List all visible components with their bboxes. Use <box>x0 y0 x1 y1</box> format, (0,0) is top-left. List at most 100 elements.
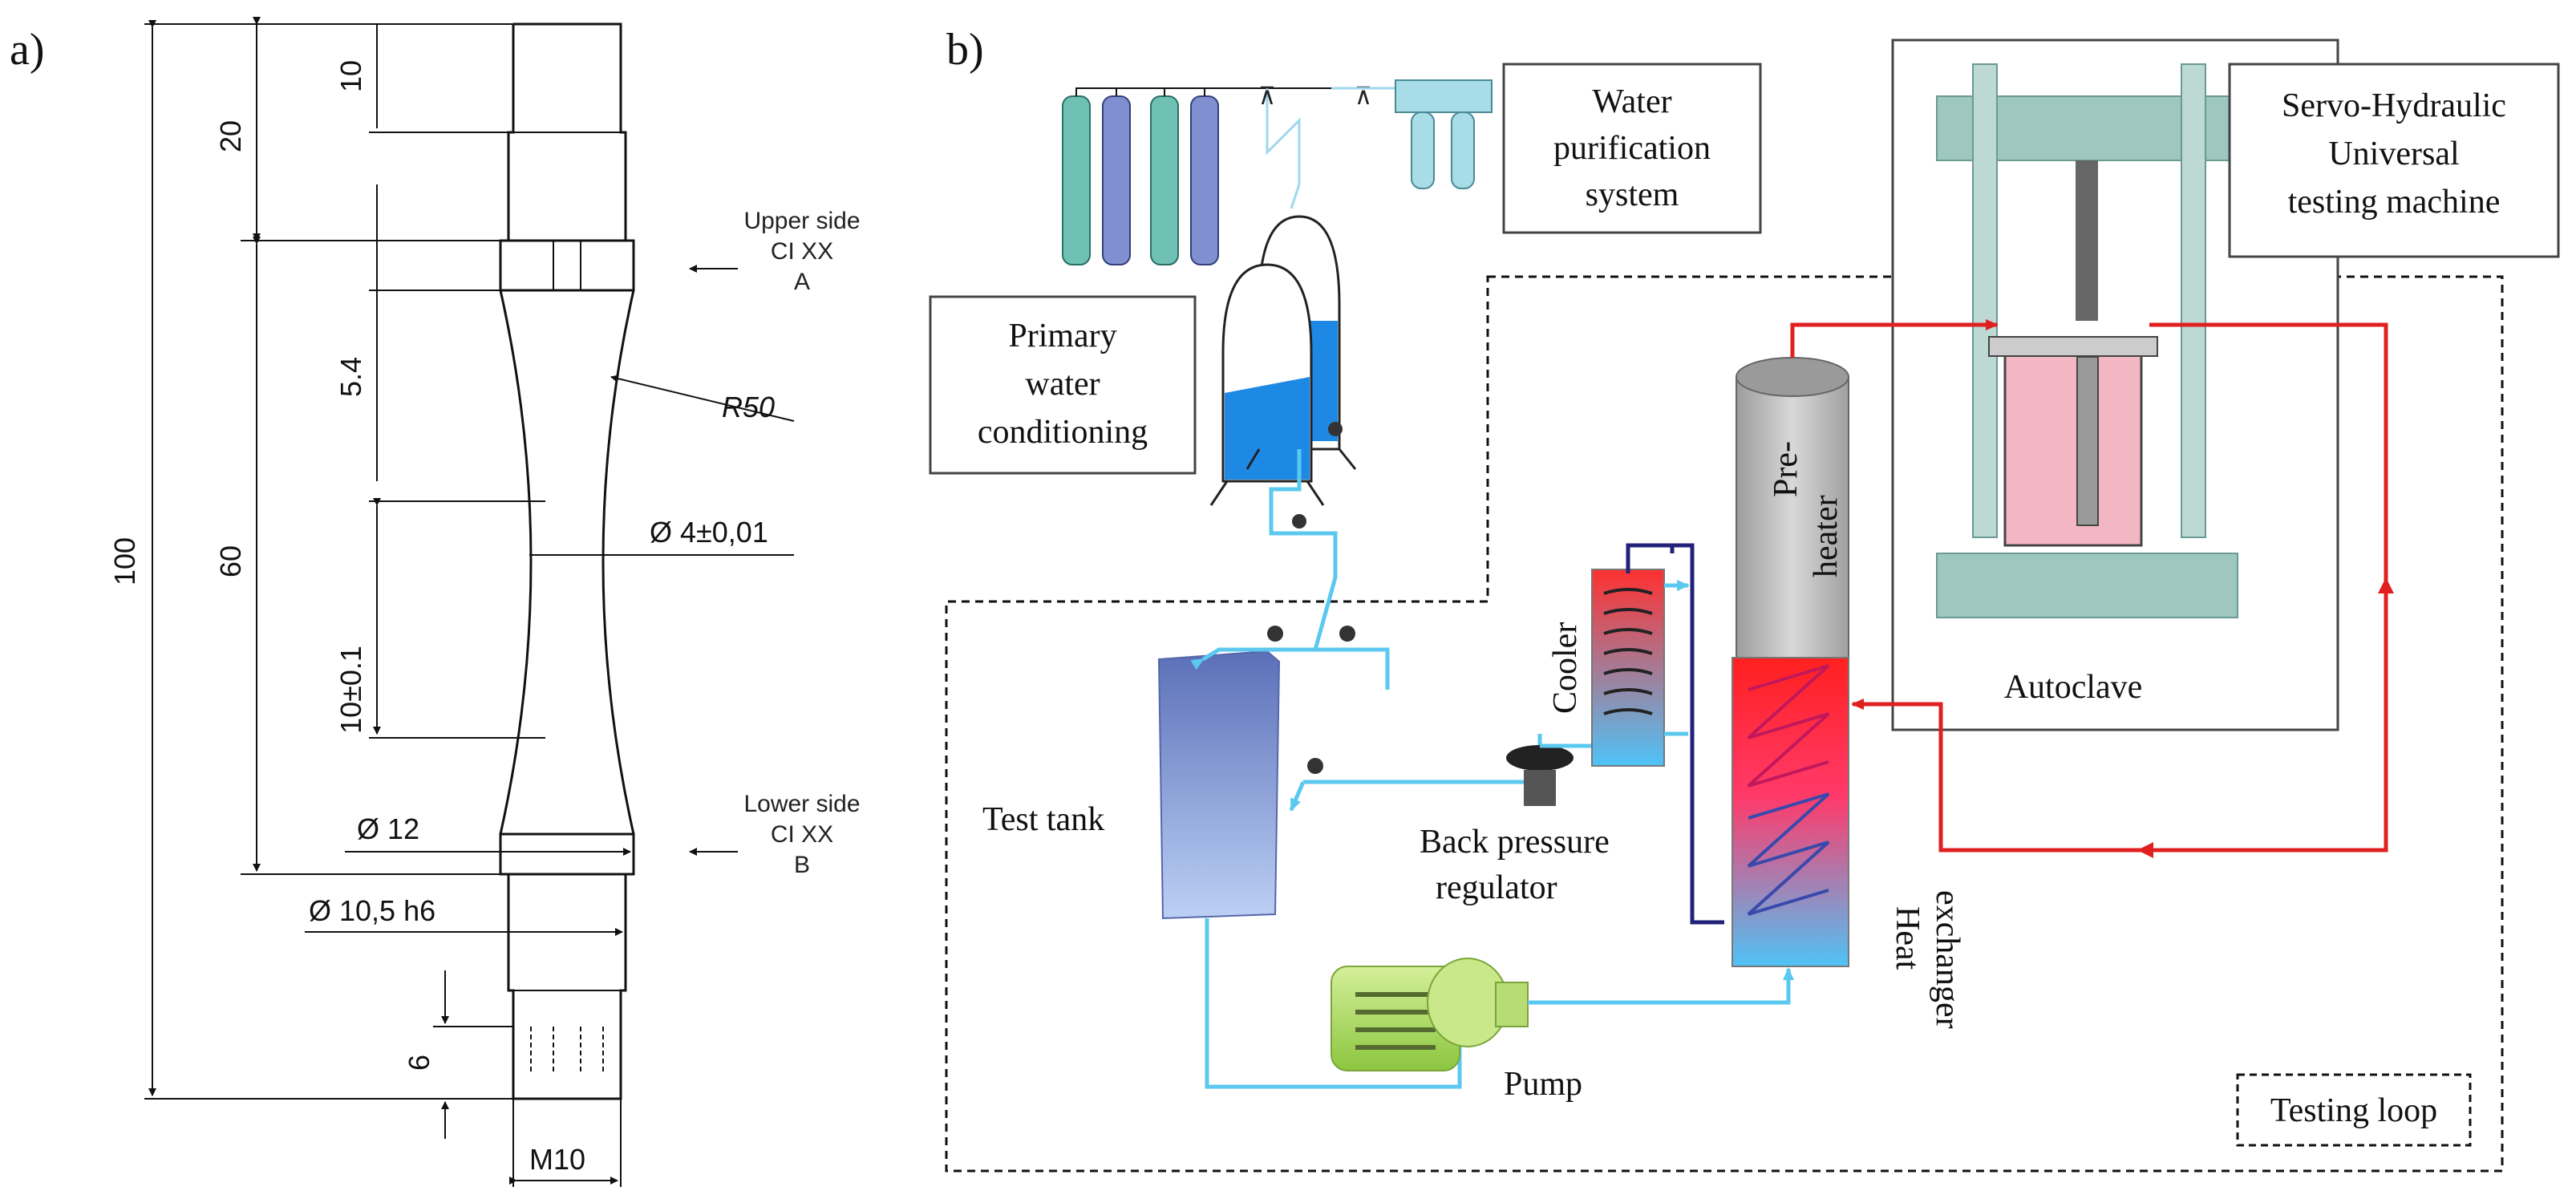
primary-water-conditioning: Primary water conditioning <box>929 215 1357 650</box>
svg-text:conditioning: conditioning <box>978 414 1148 451</box>
dim-100-text: 100 <box>108 537 141 585</box>
cooler: Cooler <box>1547 543 1690 767</box>
svg-text:water: water <box>1025 366 1100 403</box>
dim-5-4-text: 5.4 <box>334 357 367 397</box>
tank-valve-2 <box>1339 626 1355 642</box>
dim-6-text: 6 <box>403 1055 435 1071</box>
gas-bottle-4 <box>1190 95 1219 265</box>
vessel-legs <box>1209 448 1357 506</box>
pre-heater-label-1: Pre- <box>1768 441 1804 497</box>
dia10-5-text: Ø 10,5 h6 <box>309 894 435 927</box>
testing-loop-boundary <box>945 275 2504 1173</box>
water-purification-box <box>1502 63 1762 234</box>
purifier-cartridge-1 <box>1411 111 1435 189</box>
bottom-flow-arrow <box>2137 842 2153 858</box>
svg-text:Lower side: Lower side <box>743 791 860 817</box>
panel-a: a) <box>10 17 861 1187</box>
valve-glyph-1: ⊼ <box>1258 83 1276 110</box>
machine-actuator <box>2076 160 2098 321</box>
pump-outlet <box>1495 982 1529 1027</box>
hx-to-cooler-return <box>1628 543 1724 925</box>
svg-text:B: B <box>794 852 810 878</box>
dim-10-text: 10 <box>334 60 367 92</box>
svg-text:testing machine: testing machine <box>2288 184 2501 221</box>
cooler-body <box>1591 569 1665 767</box>
regulator-knob <box>1506 745 1574 771</box>
machine-label-box <box>2228 63 2560 258</box>
dim-20-text: 20 <box>214 120 247 152</box>
pump: Pump <box>1331 958 1794 1103</box>
valve-glyph-2: ⊼ <box>1355 83 1372 110</box>
gas-manifold <box>1075 87 1331 96</box>
purifier-cartridge-2 <box>1451 111 1475 189</box>
back-pressure-regulator: Back pressure regulator <box>1289 734 1610 906</box>
dia4-text: Ø 4±0,01 <box>650 516 768 549</box>
tank-feed-line <box>1315 647 1390 690</box>
dimension-lines <box>144 17 795 1187</box>
svg-text:CI XX: CI XX <box>771 821 833 848</box>
hx-coil-cool <box>1747 792 1830 916</box>
conditioning-valve-2 <box>1292 514 1306 529</box>
dim-60-text: 60 <box>214 545 247 577</box>
pre-heater-label-2: heater <box>1808 495 1845 577</box>
upper-side-label: Upper side CI XX A <box>743 208 860 295</box>
regulator-valve <box>1307 758 1323 774</box>
purifier-head <box>1395 79 1493 113</box>
gas-bottles: ⊼ ⊼ <box>1062 83 1372 265</box>
dia12-text: Ø 12 <box>357 812 419 845</box>
heat-exchanger-body <box>1732 657 1849 967</box>
tank-return-arrow <box>1289 781 1306 812</box>
gas-bottle-2 <box>1102 95 1131 265</box>
regulator-stem <box>1524 770 1556 806</box>
gas-line <box>1266 88 1301 209</box>
gas-bottle-1 <box>1062 95 1091 265</box>
hot-loop <box>1790 319 2394 858</box>
pump-label: Pump <box>1504 1066 1582 1103</box>
specimen-grip <box>2076 356 2099 526</box>
specimen-drawing <box>499 22 635 1100</box>
lower-side-label: Lower side CI XX B <box>743 791 860 878</box>
panel-a-tag: a) <box>10 25 45 75</box>
preheater-to-autoclave-line <box>1790 319 1999 358</box>
cooler-coil <box>1603 588 1653 715</box>
m10-text: M10 <box>529 1143 585 1176</box>
pre-heater-body <box>1736 376 1849 658</box>
test-tank: Test tank <box>982 626 1462 1089</box>
testing-loop-label-box <box>2236 1073 2472 1147</box>
gas-bottle-3 <box>1150 95 1179 265</box>
pre-heater: Pre- heater <box>1736 357 1849 658</box>
panel-b-tag: b) <box>946 25 984 75</box>
back-pressure-label-2: regulator <box>1436 869 1557 906</box>
machine-column-left <box>1972 63 1998 538</box>
svg-text:Water: Water <box>1592 83 1671 120</box>
heat-exchanger-label-2: exchanger <box>1929 890 1966 1029</box>
servo-hydraulic-machine: Servo-Hydraulic Universal testing machin… <box>1891 38 2560 731</box>
heat-exchanger-label-1: Heat <box>1889 906 1926 970</box>
panel-b: b) Testing loop ⊼ ⊼ Water purification s… <box>929 25 2560 1173</box>
upper-shoulder <box>499 239 635 292</box>
svg-text:Servo-Hydraulic: Servo-Hydraulic <box>2282 87 2506 124</box>
r50-text: R50 <box>722 391 775 423</box>
autoclave-vessel <box>2003 343 2143 547</box>
test-tank-body <box>1157 650 1281 920</box>
conditioning-outlet-line <box>1269 449 1338 650</box>
tank-valve-1 <box>1267 626 1283 642</box>
r50-leader <box>610 375 795 422</box>
regulator-line <box>1303 734 1542 784</box>
pump-to-hx-line <box>1528 967 1794 1005</box>
autoclave-return-line <box>1851 322 2388 853</box>
return-flow-arrow <box>2378 577 2394 593</box>
cooler-label: Cooler <box>1547 622 1584 714</box>
dim-10tol-text: 10±0.1 <box>334 646 367 734</box>
tank-top-inlet <box>1190 647 1315 670</box>
svg-text:CI XX: CI XX <box>771 238 833 265</box>
pump-fins <box>1355 992 1436 1050</box>
pre-heater-top <box>1736 357 1849 397</box>
svg-text:Universal: Universal <box>2328 136 2459 172</box>
hx-coil-hot <box>1747 664 1830 788</box>
specimen-bottom-grip <box>507 874 627 1100</box>
svg-text:purification: purification <box>1553 130 1711 167</box>
back-pressure-label-1: Back pressure <box>1420 824 1610 861</box>
machine-base <box>1936 553 2238 618</box>
